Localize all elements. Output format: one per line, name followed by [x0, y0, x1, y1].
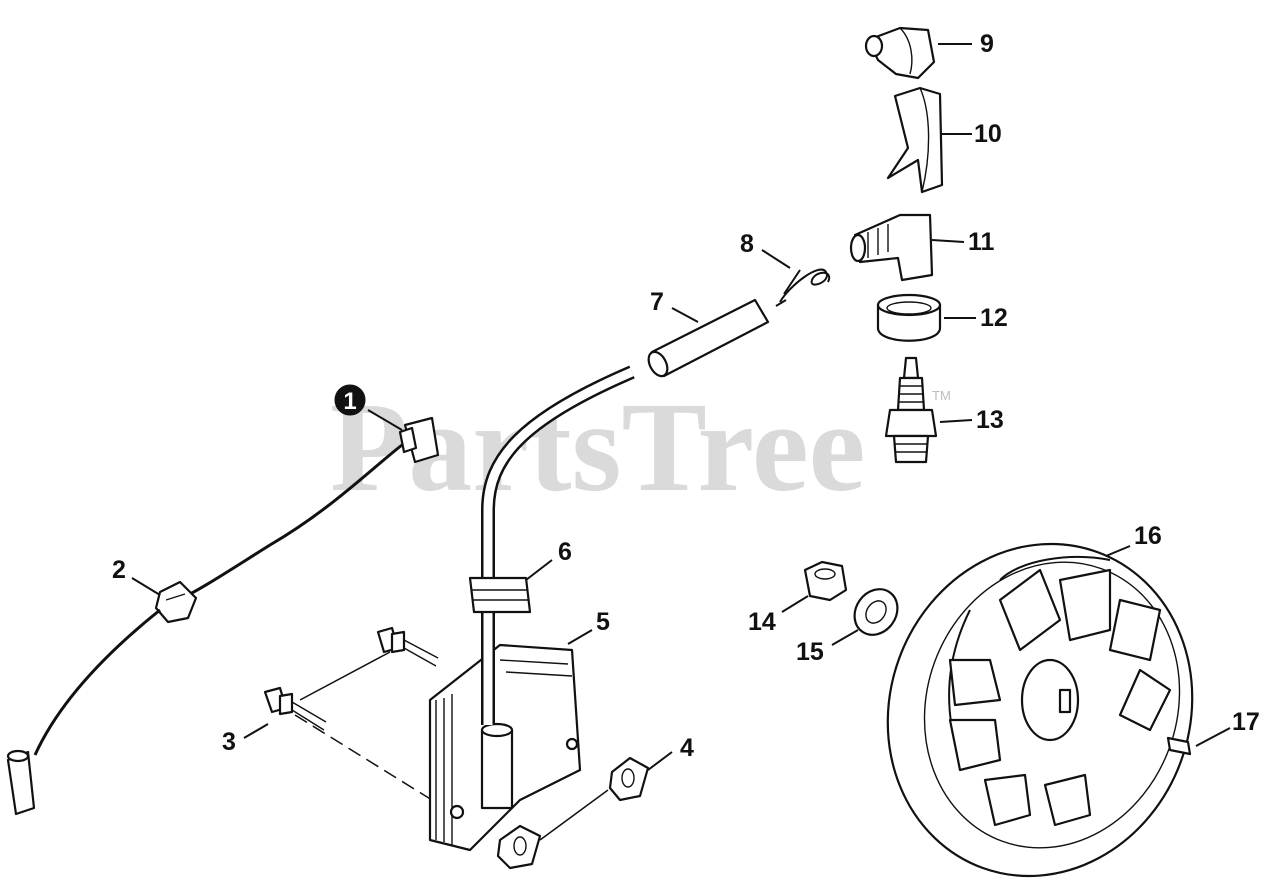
watermark-trademark: TM — [932, 388, 951, 403]
callout-1: 1 — [334, 384, 366, 416]
part-14-nut[interactable] — [803, 560, 848, 602]
part-2-grommet[interactable] — [6, 580, 198, 816]
callout-7: 7 — [650, 288, 664, 316]
part-15-washer[interactable] — [846, 581, 906, 643]
callout-5: 5 — [596, 608, 610, 636]
callout-17: 17 — [1232, 708, 1260, 736]
part-7-tube[interactable] — [645, 298, 770, 379]
callout-1-label: 1 — [343, 388, 356, 415]
part-12-ring[interactable] — [876, 293, 942, 342]
part-1-terminal[interactable] — [177, 416, 440, 602]
callout-14: 14 — [748, 608, 776, 636]
callout-12: 12 — [980, 304, 1008, 332]
callout-2: 2 — [112, 556, 126, 584]
part-5-ignition-coil[interactable] — [428, 643, 582, 852]
callout-9: 9 — [980, 30, 994, 58]
callout-8: 8 — [740, 230, 754, 258]
part-16-flywheel[interactable] — [842, 501, 1239, 881]
part-9-boot-cap[interactable] — [864, 26, 936, 80]
callout-4: 4 — [680, 734, 694, 762]
callout-3: 3 — [222, 728, 236, 756]
part-17-key[interactable] — [1166, 736, 1192, 756]
part-6-lead-grommet[interactable] — [468, 365, 635, 725]
part-13-spark-plug[interactable] — [884, 356, 938, 464]
part-3-bolts[interactable] — [263, 626, 441, 806]
part-4-retainer[interactable] — [496, 756, 650, 870]
callout-10: 10 — [974, 120, 1002, 148]
part-11-plug-boot[interactable] — [849, 213, 934, 282]
part-10-boot-cover[interactable] — [886, 86, 944, 194]
callout-13: 13 — [976, 406, 1004, 434]
callout-16: 16 — [1134, 522, 1162, 550]
callout-6: 6 — [558, 538, 572, 566]
part-8-spring[interactable] — [775, 268, 831, 307]
callout-11: 11 — [968, 228, 995, 256]
leader-lines — [131, 43, 1231, 771]
callout-15: 15 — [796, 638, 824, 666]
